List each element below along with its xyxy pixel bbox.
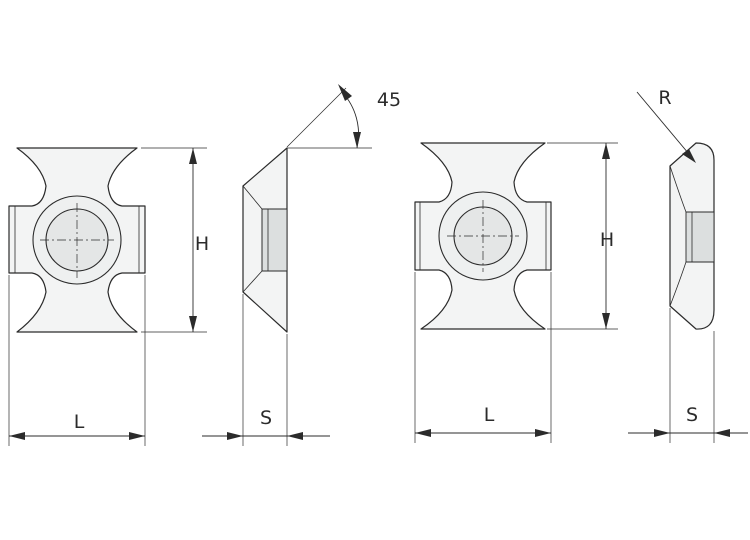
left-insert-side-view <box>242 147 288 333</box>
label-angle: 45 <box>377 89 401 111</box>
label-height-right: H <box>600 229 614 251</box>
label-thickness-right: S <box>686 404 698 426</box>
right-insert-side-view <box>669 142 715 330</box>
label-length-right: L <box>484 404 495 426</box>
dimension-height-right <box>547 142 618 330</box>
dimension-length-right <box>414 272 552 443</box>
left-insert-front-view <box>8 147 146 333</box>
dimension-angle <box>286 84 372 149</box>
label-radius: R <box>658 87 671 109</box>
label-height-left: H <box>195 233 209 255</box>
dimension-height-left <box>141 147 207 333</box>
right-insert-front-view <box>414 142 552 330</box>
dimension-length-left <box>8 275 146 446</box>
label-length-left: L <box>74 411 85 433</box>
label-thickness-left: S <box>260 407 272 429</box>
dimension-radius <box>636 91 696 163</box>
dimension-thickness-right <box>628 308 748 443</box>
dimension-thickness-left <box>202 294 330 446</box>
